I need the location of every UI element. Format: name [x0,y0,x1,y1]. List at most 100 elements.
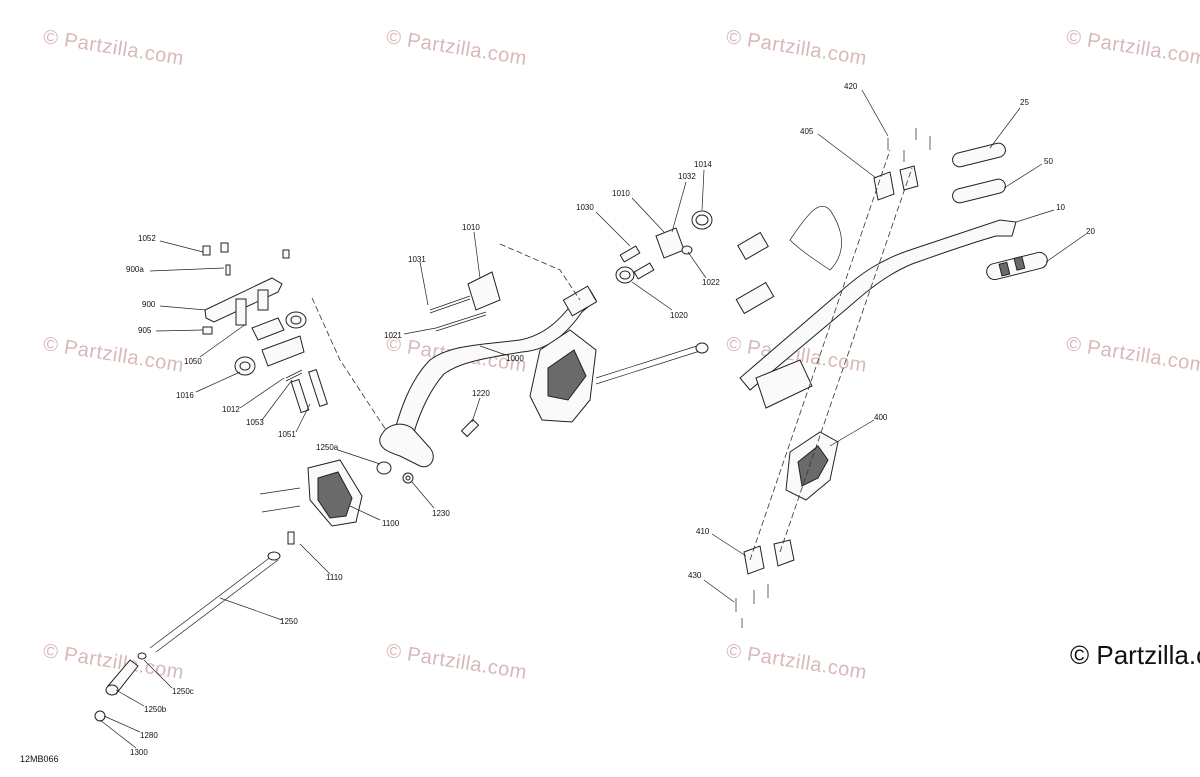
callout-label: 1022 [702,278,720,287]
leader-line [337,449,381,465]
sleeve-part [235,298,247,326]
callout-label: 1031 [408,255,426,264]
throttle-cable [789,205,842,271]
leader-line [631,281,673,311]
callout-label: 1250b [144,705,167,714]
nut-part [202,245,211,256]
callout-label: 900 [142,300,156,309]
grip-part [952,142,1006,168]
leader-line [829,419,875,447]
callout-label: 25 [1020,98,1029,107]
callout-label: 20 [1086,227,1095,236]
plate-part [285,369,303,379]
washer-hole [405,475,411,481]
leader-line [861,89,889,137]
callout-label: 1250c [172,687,194,696]
leader-line [631,197,665,233]
leader-line [143,659,173,689]
riser-clamp [743,545,765,575]
switch-housing [899,165,919,191]
leader-line [103,715,141,733]
grip-pattern [1013,255,1026,271]
callout-label: 1220 [472,389,490,398]
tie-rod [595,344,701,379]
bushing-hole [695,214,709,226]
column-support-shade [547,349,587,401]
bolt-part [435,314,487,332]
leader-line [701,169,705,211]
assembly-line [779,167,913,553]
housing-shade [317,471,353,519]
grip-pattern [998,261,1011,277]
leader-line [703,579,735,603]
nut-part [94,710,106,722]
callout-label: 1016 [176,391,194,400]
callout-label: 410 [696,527,710,536]
leader-line [261,379,293,421]
rod-end-eye [105,684,119,696]
callout-label: 1030 [576,203,594,212]
callout-label: 1052 [138,234,156,243]
bolt-part [259,487,301,495]
callout-label: 420 [844,82,858,91]
callout-label: 430 [688,571,702,580]
bolt-part [308,369,328,407]
handlebar-stub [735,281,775,315]
leader-line [411,481,435,509]
callout-label: 1014 [694,160,712,169]
assembly-line [311,297,387,431]
bolt-part [435,311,487,329]
leader-line [817,133,877,179]
leader-line [149,267,225,272]
leader-line [239,377,285,409]
callout-label: 405 [800,127,814,136]
leader-line [199,323,247,358]
shaft-collar [267,551,281,561]
callout-label: 1032 [678,172,696,181]
leader-line [403,327,437,335]
pin-part [287,531,295,545]
plate-part [285,372,303,382]
grip-part [755,359,813,409]
bushing-hole [239,361,251,371]
callout-label: 1021 [384,331,402,340]
callout-label: 10 [1056,203,1065,212]
bolt-head [376,461,392,475]
leader-line [155,329,204,332]
callout-labels: 1052 900a 900 905 1050 1016 1012 1053 10… [126,82,1095,757]
bushing-hole [619,270,631,280]
handlebar [739,219,1017,391]
handlebar-stub [737,231,769,261]
callout-label: 1010 [462,223,480,232]
leader-line [219,597,283,621]
leader-line [349,505,381,521]
callout-label: 1020 [670,311,688,320]
callout-label: 400 [874,413,888,422]
pin-part [225,264,231,276]
riser-shade [797,445,829,487]
pin-part [633,262,655,280]
upper-clamp [467,271,501,311]
brand-watermark: © Partzilla.c [1070,640,1200,670]
callout-label: 1012 [222,405,240,414]
clamp-part [261,335,305,367]
assembly-line [749,149,891,561]
washer-part [137,652,147,660]
bolt-part [429,295,471,311]
leader-line [989,107,1021,149]
callout-label: 900a [126,265,144,274]
sleeve-part [257,289,269,311]
leader-line [711,533,747,557]
pin-part [619,245,641,263]
leader-line [1015,209,1055,223]
assembly-line [499,243,581,301]
riser-clamp [773,539,795,567]
long-shaft [155,559,279,653]
callout-label: 905 [138,326,152,335]
bolt-part [290,378,310,414]
callout-label: 1010 [612,189,630,198]
bolt-part [429,298,471,314]
nut-part [220,242,229,253]
callout-label: 1051 [278,430,296,439]
leader-line [99,719,137,749]
